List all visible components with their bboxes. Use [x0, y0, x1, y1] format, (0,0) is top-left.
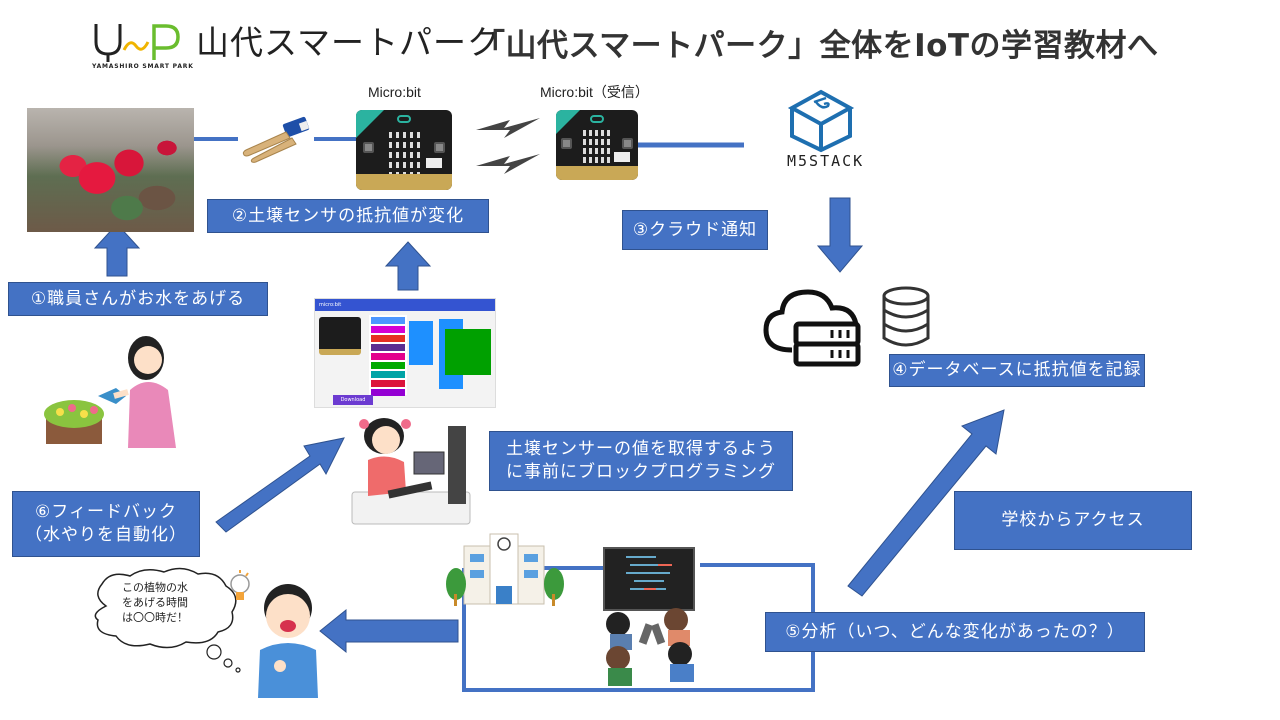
- thought-line1: この植物の水: [122, 581, 188, 594]
- step6-text-line1: ⑥フィードバック: [35, 502, 177, 523]
- wireless-signal-icon: [476, 118, 540, 174]
- page-title: 「山代スマートパーク」全体をIoTの学習教材へ: [474, 28, 1159, 64]
- step1-text: ①職員さんがお水をあげる: [30, 288, 246, 309]
- microbit-receiver-label: Micro:bit（受信）: [540, 84, 649, 100]
- step5-text: ⑤分析（いつ、どんな変化があったの？）: [785, 621, 1125, 642]
- step3-box: ③クラウド通知: [622, 210, 768, 250]
- girl-programming-illustration: [351, 418, 471, 525]
- step1-box: ①職員さんがお水をあげる: [8, 282, 268, 316]
- programming-note-box: 土壌センサーの値を取得するよう に事前にブロックプログラミング: [489, 431, 793, 491]
- thought-line3: は〇〇時だ！: [122, 611, 188, 624]
- school-building-illustration: [446, 533, 564, 606]
- makecode-header-bar: micro:bit: [315, 299, 495, 311]
- thought-line2: をあげる時間: [122, 596, 188, 609]
- anthurium-photo: [27, 108, 194, 232]
- arrow-up-to-photo: [93, 223, 141, 277]
- makecode-block-loop: [445, 329, 491, 375]
- step2-text: ②土壌センサの抵抗値が変化: [231, 205, 465, 226]
- step3-text: ③クラウド通知: [632, 219, 758, 240]
- makecode-category-list: [369, 315, 407, 396]
- step5-box: ⑤分析（いつ、どんな変化があったの？）: [765, 612, 1145, 652]
- programming-note-line2: に事前にブロックプログラミング: [506, 462, 776, 482]
- microbit-sender-board: [356, 110, 452, 190]
- soil-sensor-icon: [242, 116, 310, 163]
- m5stack-label: M5STACK: [787, 152, 865, 170]
- school-access-box: 学校からアクセス: [954, 491, 1192, 550]
- makecode-simulator: [319, 317, 361, 355]
- makecode-brand: micro:bit: [319, 302, 342, 308]
- step2-box: ②土壌センサの抵抗値が変化: [207, 199, 489, 233]
- makecode-block-start: [409, 321, 433, 365]
- step6-box: ⑥フィードバック （水やりを自動化）: [12, 491, 200, 557]
- logo-name: 山代スマートパーク: [196, 23, 502, 62]
- step6-text-line2: （水やりを自動化）: [25, 525, 187, 545]
- logo-mark-icon: [94, 24, 180, 62]
- lightbulb-icon: [230, 570, 250, 600]
- step4-text: ④データベースに抵抗値を記録: [892, 360, 1142, 381]
- step4-box: ④データベースに抵抗値を記録: [889, 354, 1145, 387]
- thought-bubble-text: この植物の水 をあげる時間 は〇〇時だ！: [122, 580, 188, 625]
- students-coding-illustration: [603, 547, 695, 686]
- programming-note-line1: 土壌センサーの値を取得するよう: [506, 439, 776, 460]
- boy-illustration: [258, 584, 318, 698]
- arrow-up-to-step2: [384, 241, 432, 291]
- microbit-sender-label: Micro:bit: [368, 84, 421, 100]
- makecode-download-button: Download: [333, 395, 373, 405]
- microbit-receiver-board: [556, 110, 638, 180]
- arrow-diagonal-to-database: [847, 409, 1005, 597]
- m5stack-logo-icon: [787, 89, 855, 153]
- school-access-text: 学校からアクセス: [1001, 510, 1145, 531]
- cloud-server-icon: [763, 289, 861, 367]
- logo-subtitle: YAMASHIRO SMART PARK: [92, 63, 194, 70]
- database-icon: [882, 286, 930, 347]
- thought-bubble: [94, 567, 241, 673]
- staff-watering-illustration: [44, 336, 176, 448]
- arrow-left-to-boy: [319, 608, 459, 654]
- makecode-editor-screenshot: micro:bit Download: [314, 298, 496, 408]
- arrow-down-to-cloud: [816, 197, 864, 273]
- arrow-diagonal-to-girl: [215, 437, 345, 533]
- school-loop-line: [462, 563, 815, 692]
